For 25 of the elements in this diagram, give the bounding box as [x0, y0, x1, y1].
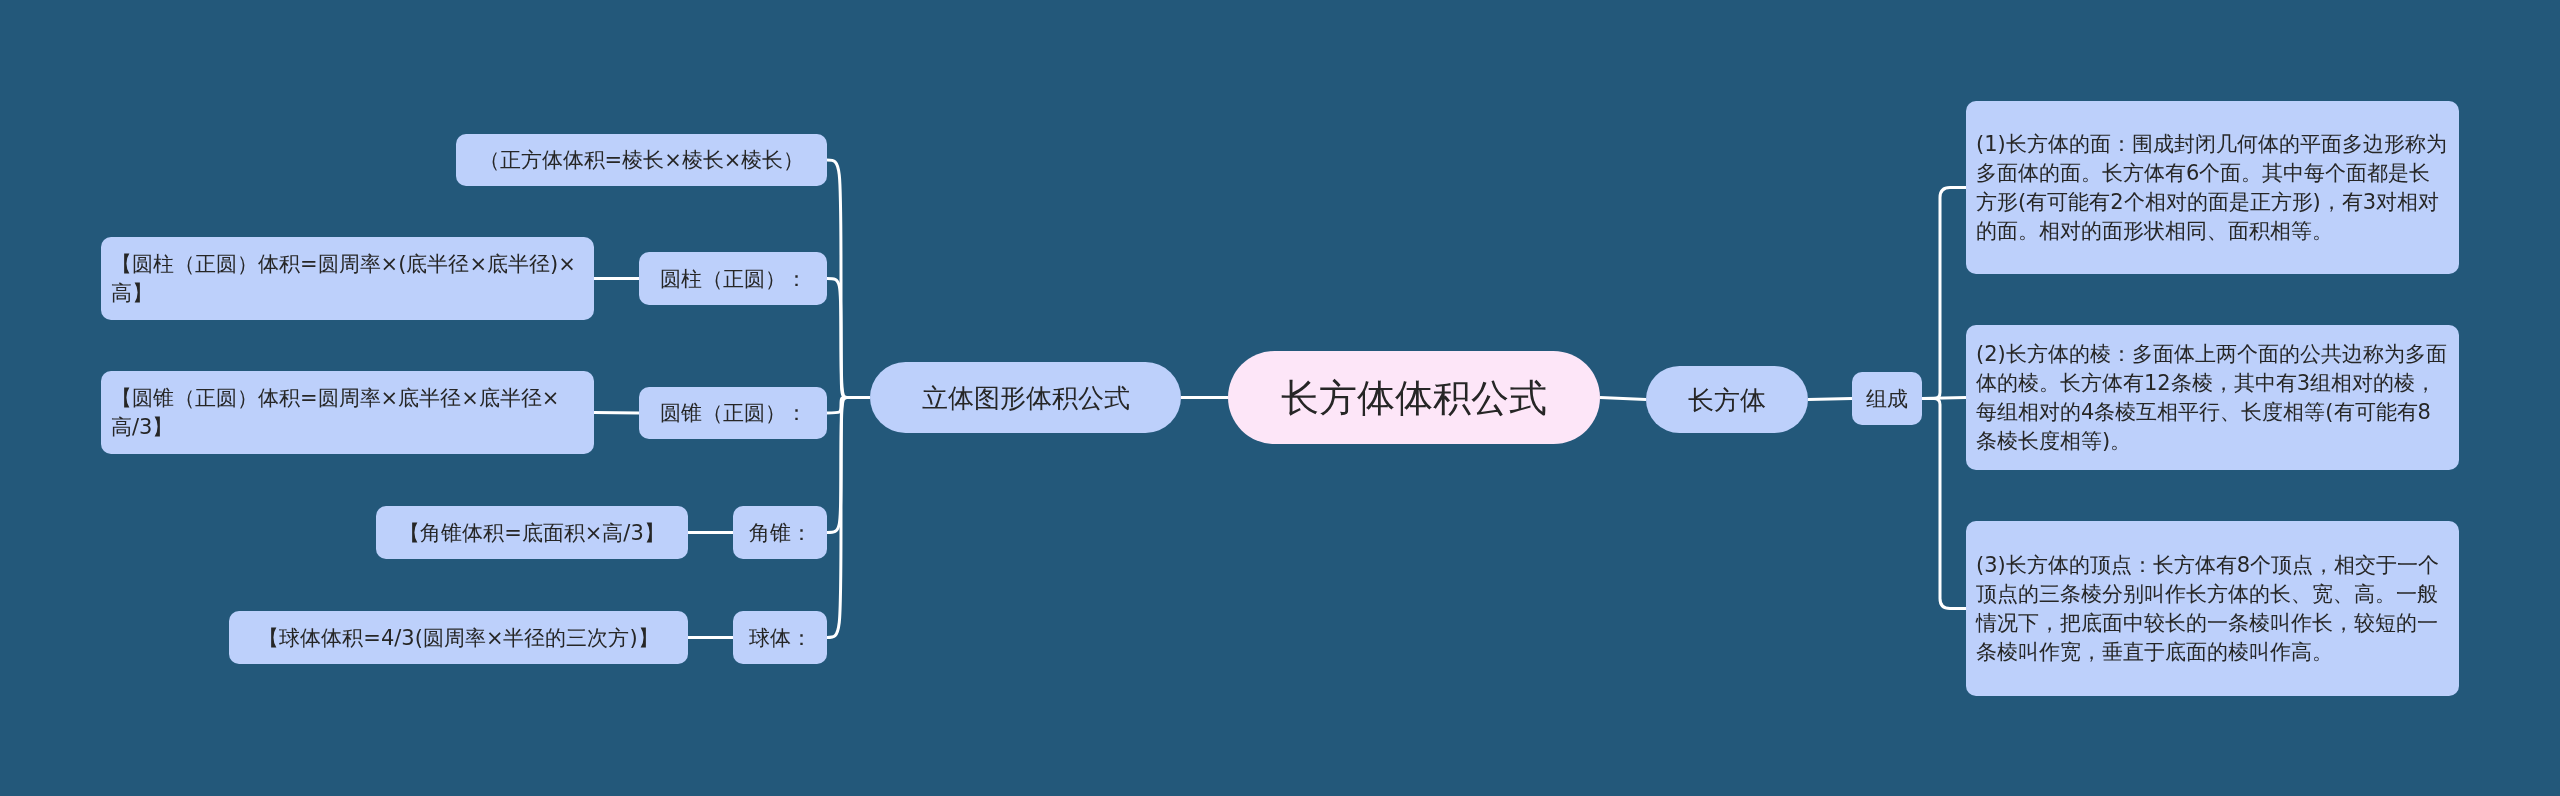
topic-box: 角锥：	[733, 506, 827, 559]
topic-box: 长方体	[1646, 366, 1808, 433]
connector-line	[1181, 396, 1228, 399]
text-box: (3)长方体的顶点：长方体有8个顶点，相交于一个顶点的三条棱分别叫作长方体的长、宽、高。一般情况下，把底面中较长的一条棱叫作长，较短的一条棱叫作宽，垂直于底面的棱叫作高。	[1966, 521, 2459, 696]
connector-line	[826, 396, 870, 639]
text-box: (2)长方体的棱：多面体上两个面的公共边称为多面体的棱。长方体有12条棱，其中有3组相对的棱，每组相对的4条棱互相平行、长度相等(有可能有8条棱长度相等)。	[1966, 325, 2459, 470]
central-topic: 长方体体积公式	[1228, 351, 1600, 444]
topic-box: 组成	[1852, 372, 1922, 425]
topic-box: 【角锥体积=底面积×高/3】	[376, 506, 688, 559]
connector-line	[594, 277, 639, 280]
topic-box: 【球体体积=4/3(圆周率×半径的三次方)】	[229, 611, 688, 664]
connector-line	[594, 411, 639, 415]
connector-line	[1599, 396, 1647, 401]
connector-line	[1922, 397, 1966, 610]
connector-line	[1807, 397, 1853, 401]
text-box: 【圆锥（正圆）体积=圆周率×底半径×底半径×高/3】	[101, 371, 594, 454]
text-box: (1)长方体的面：围成封闭几何体的平面多边形称为多面体的面。长方体有6个面。其中每个面都是长方形(有可能有2个相对的面是正方形)，有3对相对的面。相对的面形状相同、面积相等。	[1966, 101, 2459, 274]
topic-box: 圆锥（正圆）：	[639, 387, 827, 439]
connector-line	[688, 531, 733, 534]
topic-box: 球体：	[733, 611, 827, 664]
topic-box: （正方体体积=棱长×棱长×棱长）	[456, 134, 827, 186]
text-box: 【圆柱（正圆）体积=圆周率×(底半径×底半径)×高】	[101, 237, 594, 320]
topic-box: 圆柱（正圆）：	[639, 252, 827, 305]
topic-box: 立体图形体积公式	[870, 362, 1181, 433]
connector-line	[688, 636, 733, 639]
